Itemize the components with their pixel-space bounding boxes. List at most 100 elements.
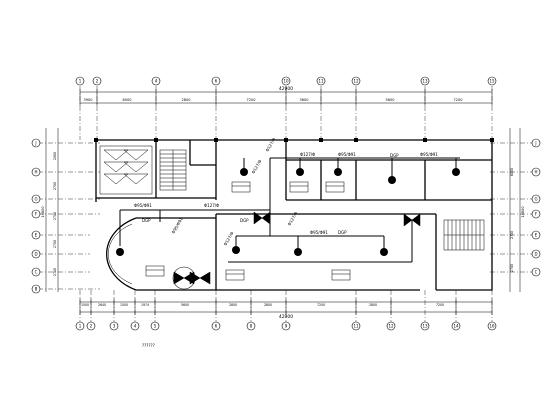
svg-text:F: F — [535, 212, 538, 217]
svg-text:B: B — [35, 287, 38, 292]
dimension-value: 7200 — [436, 303, 444, 307]
svg-text:2: 2 — [90, 324, 93, 329]
svg-text:10: 10 — [283, 79, 289, 84]
pipe-label: Φ127/Φ — [204, 203, 219, 208]
svg-text:13: 13 — [422, 324, 428, 329]
axis-bubble: H — [531, 167, 541, 177]
dimension-value: 2800 — [369, 303, 377, 307]
pipe-label: Φ127/Φ — [300, 152, 315, 157]
svg-text:C: C — [35, 270, 38, 275]
svg-text:6: 6 — [215, 324, 218, 329]
svg-text:12: 12 — [353, 79, 359, 84]
dimension-value: 5600 — [386, 98, 395, 102]
pipe-label: DGP — [338, 230, 347, 235]
svg-text:H: H — [534, 170, 537, 175]
axis-bubble: 12 — [386, 321, 396, 331]
pipe-label: DGP — [240, 218, 249, 223]
dimension-value: 1974 — [141, 303, 149, 307]
pipe-label: DGP — [142, 218, 151, 223]
ductwork — [119, 157, 460, 263]
axis-bubble: H — [31, 167, 41, 177]
dimension-value: 7200 — [454, 98, 463, 102]
axis-bubble: J — [31, 138, 41, 148]
fan-coil-unit — [452, 168, 460, 176]
axis-bubble: G — [531, 194, 541, 204]
fan-coil-unit — [334, 168, 342, 176]
svg-text:5: 5 — [154, 324, 157, 329]
dimension-value: 7200 — [317, 303, 325, 307]
svg-text:F: F — [35, 212, 38, 217]
axis-bubble: 2 — [86, 321, 96, 331]
pipe-label: Φ95/Φ91 — [338, 152, 356, 157]
dimension-value: 2640 — [98, 303, 106, 307]
axis-bubble: 2 — [92, 76, 102, 86]
axis-bubble: 15 — [487, 76, 497, 86]
axis-bubble: 11 — [351, 321, 361, 331]
axis-bubble: 4 — [151, 76, 161, 86]
dimension-value: 7200 — [247, 98, 256, 102]
svg-text:11: 11 — [318, 79, 324, 84]
svg-text:14: 14 — [453, 324, 459, 329]
axis-bubble: 8 — [246, 321, 256, 331]
stair-right — [443, 219, 485, 251]
svg-text:13: 13 — [422, 79, 428, 84]
svg-text:C: C — [535, 270, 538, 275]
axis-bubble: G — [31, 194, 41, 204]
axis-bubble: 13 — [420, 76, 430, 86]
pipe-label: DGP — [390, 153, 399, 158]
svg-text:2: 2 — [96, 79, 99, 84]
svg-text:J: J — [34, 141, 36, 146]
svg-text:8: 8 — [250, 324, 253, 329]
svg-text:16: 16 — [489, 324, 495, 329]
dimension-value: 2700 — [510, 264, 514, 272]
axis-bubble: 10 — [281, 76, 291, 86]
pipe-label: Φ127/Φ — [223, 231, 235, 247]
axis-bubble: E — [31, 230, 41, 240]
bottom-axis-bubbles: 1 2 3 4 5 6 8 9 11 12 13 14 16 — [75, 290, 497, 331]
dimension-value: 5600 — [181, 303, 189, 307]
svg-text:4: 4 — [155, 79, 158, 84]
equipment-tags — [145, 181, 351, 281]
dimension-value: 2000 — [53, 152, 57, 160]
dimension-value: 2800 — [229, 303, 237, 307]
axis-bubble: C — [31, 267, 41, 277]
pipe-label: Φ127/Φ — [251, 159, 263, 175]
air-handler-unit — [253, 211, 271, 225]
louvre-unit — [99, 145, 153, 195]
axis-bubble: 3 — [109, 321, 119, 331]
svg-text:12: 12 — [388, 324, 394, 329]
pipe-label: Φ95/Φ91 — [420, 152, 438, 157]
pipe-label: Φ95/Φ91 — [310, 230, 328, 235]
axis-bubble: B — [31, 284, 41, 294]
dimension-value: 1500 — [81, 303, 89, 307]
dimension-value: 2700 — [53, 182, 57, 190]
axis-bubble: 6 — [211, 321, 221, 331]
air-handler-unit — [189, 271, 211, 285]
semicircular-room — [106, 217, 216, 291]
axis-bubble: 13 — [420, 321, 430, 331]
pipe-label: Φ127/Φ — [287, 211, 299, 227]
dimension-value: 1500 — [120, 303, 128, 307]
dimension-value: 2700 — [53, 240, 57, 248]
svg-text:11: 11 — [353, 324, 359, 329]
svg-text:4: 4 — [134, 324, 137, 329]
axis-bubble: 12 — [351, 76, 361, 86]
axis-bubble: D — [531, 249, 541, 259]
svg-text:D: D — [34, 252, 37, 257]
building-walls — [94, 138, 494, 291]
fan-coil-unit — [296, 168, 304, 176]
fan-coil-unit — [294, 248, 302, 256]
svg-text:3: 3 — [113, 324, 116, 329]
top-axis-bubbles: 1 2 4 6 10 11 12 13 15 — [75, 76, 497, 140]
svg-text:6: 6 — [215, 79, 218, 84]
fan-coil-unit — [388, 176, 396, 184]
svg-text:E: E — [535, 233, 538, 238]
pipe-label: Φ95/Φ91 — [171, 216, 184, 234]
svg-text:G: G — [34, 197, 37, 202]
fan-coil-unit — [116, 248, 124, 256]
dimension-value: 2800 — [264, 303, 272, 307]
svg-text:H: H — [34, 170, 37, 175]
svg-text:1: 1 — [79, 79, 82, 84]
axis-bubble: 6 — [211, 76, 221, 86]
fan-coil-unit — [380, 248, 388, 256]
